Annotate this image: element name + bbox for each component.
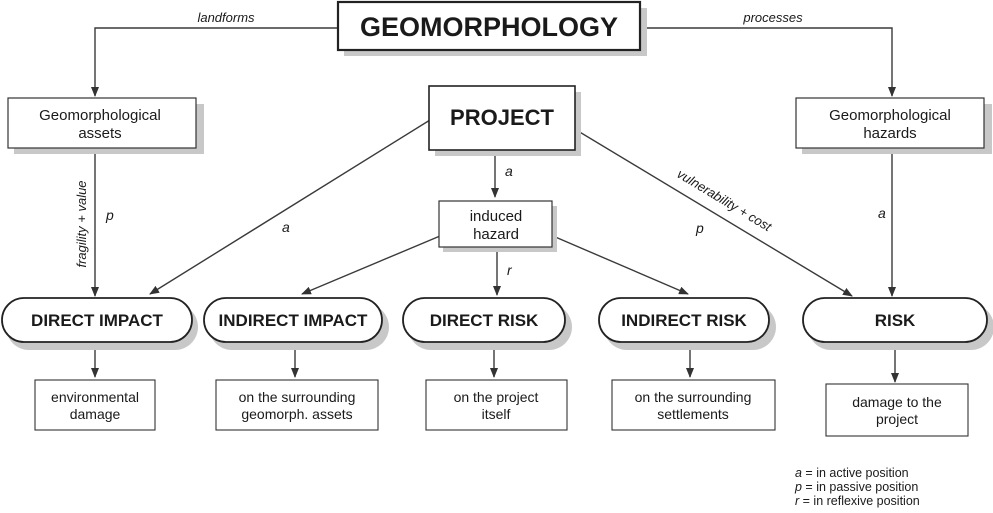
legend-item-reflexive: r = in reflexive position (795, 494, 920, 508)
assets-line-2: assets (78, 125, 121, 142)
edge-title-to-assets (91, 27, 338, 97)
surrounding-assets-line-2: geomorph. assets (241, 406, 352, 422)
direct-impact-pill: DIRECT IMPACT (1, 297, 193, 343)
indirect-risk-pill: INDIRECT RISK (598, 297, 770, 343)
legend-text: = in active position (801, 466, 909, 480)
edge-title-to-hazards (638, 27, 896, 97)
project-itself-line-2: itself (482, 406, 511, 422)
assets-line-1: Geomorphological (39, 107, 161, 124)
project-itself-box: on the project itself (425, 379, 568, 431)
label-a-project-induced: a (505, 163, 513, 179)
damage-project-line-2: project (876, 411, 918, 427)
edge-induced-to-indirect-risk (552, 235, 689, 295)
indirect-impact-text: INDIRECT IMPACT (219, 311, 369, 330)
damage-project-line-1: damage to the (852, 394, 942, 410)
surrounding-settlements-line-1: on the surrounding (635, 389, 752, 405)
surrounding-settlements-box: on the surrounding settlements (611, 379, 776, 431)
induced-hazard-box: induced hazard (438, 200, 553, 248)
title-text: GEOMORPHOLOGY (360, 12, 618, 42)
environmental-line-1: environmental (51, 389, 139, 405)
indirect-impact-pill: INDIRECT IMPACT (203, 297, 383, 343)
label-a-hazards-risk: a (878, 205, 886, 221)
direct-risk-text: DIRECT RISK (430, 311, 539, 330)
project-text: PROJECT (450, 105, 554, 130)
legend-item-passive: p = in passive position (795, 480, 920, 494)
legend-symbol: r (795, 494, 800, 508)
legend-symbol: a (795, 466, 802, 480)
label-p-assets: p (105, 207, 114, 223)
label-r-induced-risk: r (507, 262, 513, 278)
title-box: GEOMORPHOLOGY (336, 0, 642, 52)
hazards-line-2: hazards (863, 125, 916, 142)
project-itself-line-1: on the project (454, 389, 539, 405)
edge-induced-to-indirect-impact (301, 235, 441, 295)
legend-item-active: a = in active position (795, 466, 920, 480)
risk-text: RISK (875, 311, 916, 330)
risk-pill: RISK (802, 297, 988, 343)
damage-project-box: damage to the project (825, 383, 969, 437)
surrounding-settlements-line-2: settlements (657, 406, 729, 422)
direct-risk-pill: DIRECT RISK (402, 297, 566, 343)
label-processes: processes (742, 10, 803, 25)
legend: a = in active position p = in passive po… (795, 466, 920, 508)
geomorphological-hazards-box: Geomorphological hazards (795, 97, 985, 149)
label-fragility-value: fragility + value (74, 180, 89, 267)
surrounding-assets-box: on the surrounding geomorph. assets (215, 379, 379, 431)
project-box: PROJECT (428, 85, 576, 151)
geomorphological-assets-box: Geomorphological assets (7, 97, 197, 149)
label-p-project-risk: p (695, 220, 704, 236)
induced-line-2: hazard (473, 226, 519, 243)
label-landforms: landforms (197, 10, 255, 25)
direct-impact-text: DIRECT IMPACT (31, 311, 164, 330)
environmental-line-2: damage (70, 406, 121, 422)
environmental-damage-box: environmental damage (34, 379, 156, 431)
legend-text: = in passive position (801, 480, 919, 494)
hazards-line-1: Geomorphological (829, 107, 951, 124)
legend-symbol: p (795, 480, 802, 494)
edge-project-to-risk (567, 124, 853, 297)
surrounding-assets-line-1: on the surrounding (239, 389, 356, 405)
indirect-risk-text: INDIRECT RISK (621, 311, 747, 330)
legend-text: = in reflexive position (799, 494, 920, 508)
label-a-project-impact: a (282, 219, 290, 235)
induced-line-1: induced (470, 208, 523, 225)
label-vulnerability-cost: vulnerability + cost (674, 166, 775, 235)
edge-project-to-direct-impact (149, 119, 431, 295)
